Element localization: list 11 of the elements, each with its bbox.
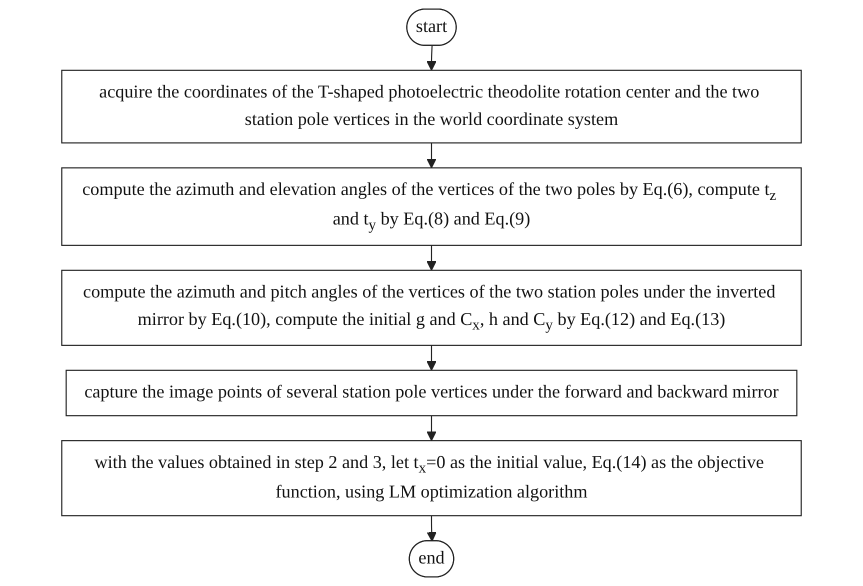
- arrow: [426, 416, 436, 442]
- arrow: [426, 46, 436, 71]
- arrow: [426, 142, 436, 168]
- node-box: acquire the coordinates of the T-shaped photoelectric theodolite rotation center and the two station pole vertices in the world coordinate system: [61, 70, 802, 144]
- arrow: [426, 245, 436, 271]
- node-box: compute the azimuth and pitch angles of the vertices of the two station poles under the inverted mirror by Eq.(10), compute the initial g and C$_{x}$, h and C$_{y}$ by Eq.(12) and Eq.(13): [61, 270, 802, 346]
- arrow: [426, 345, 436, 371]
- node-box: compute the azimuth and elevation angles of the vertices of the two poles by Eq.(6), compute t$_{z}$ and t$_{y}$ by Eq.(8) and Eq.(9): [61, 167, 802, 246]
- node-box: with the values obtained in step 2 and 3, let t$_{x}$=0 as the initial value, Eq.(14) as the objective function, using LM optimization algorithm: [61, 440, 802, 516]
- node-box: capture the image points of several station pole vertices under the forward and backward mirror: [66, 370, 798, 416]
- arrow: [426, 516, 437, 542]
